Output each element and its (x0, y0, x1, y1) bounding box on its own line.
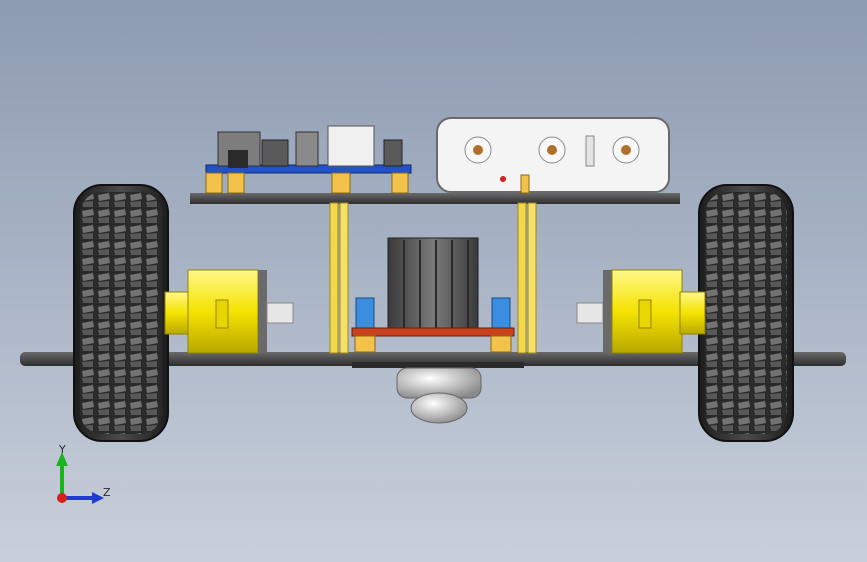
caster-ball[interactable] (352, 362, 524, 424)
sensor-module[interactable] (436, 117, 670, 194)
right-wheel[interactable] (698, 184, 794, 442)
motor-driver-board[interactable] (351, 237, 515, 353)
right-gear-motor[interactable] (576, 269, 706, 354)
standoffs (329, 202, 537, 354)
top-chassis-plate (190, 193, 680, 204)
left-gear-motor[interactable] (164, 269, 294, 354)
controller-board[interactable] (205, 125, 412, 194)
y-axis-label: Y (59, 443, 66, 456)
z-axis-label: Z (103, 486, 111, 499)
bottom-chassis-plate (20, 352, 846, 366)
left-wheel[interactable] (73, 184, 169, 442)
axis-triad (56, 452, 104, 504)
